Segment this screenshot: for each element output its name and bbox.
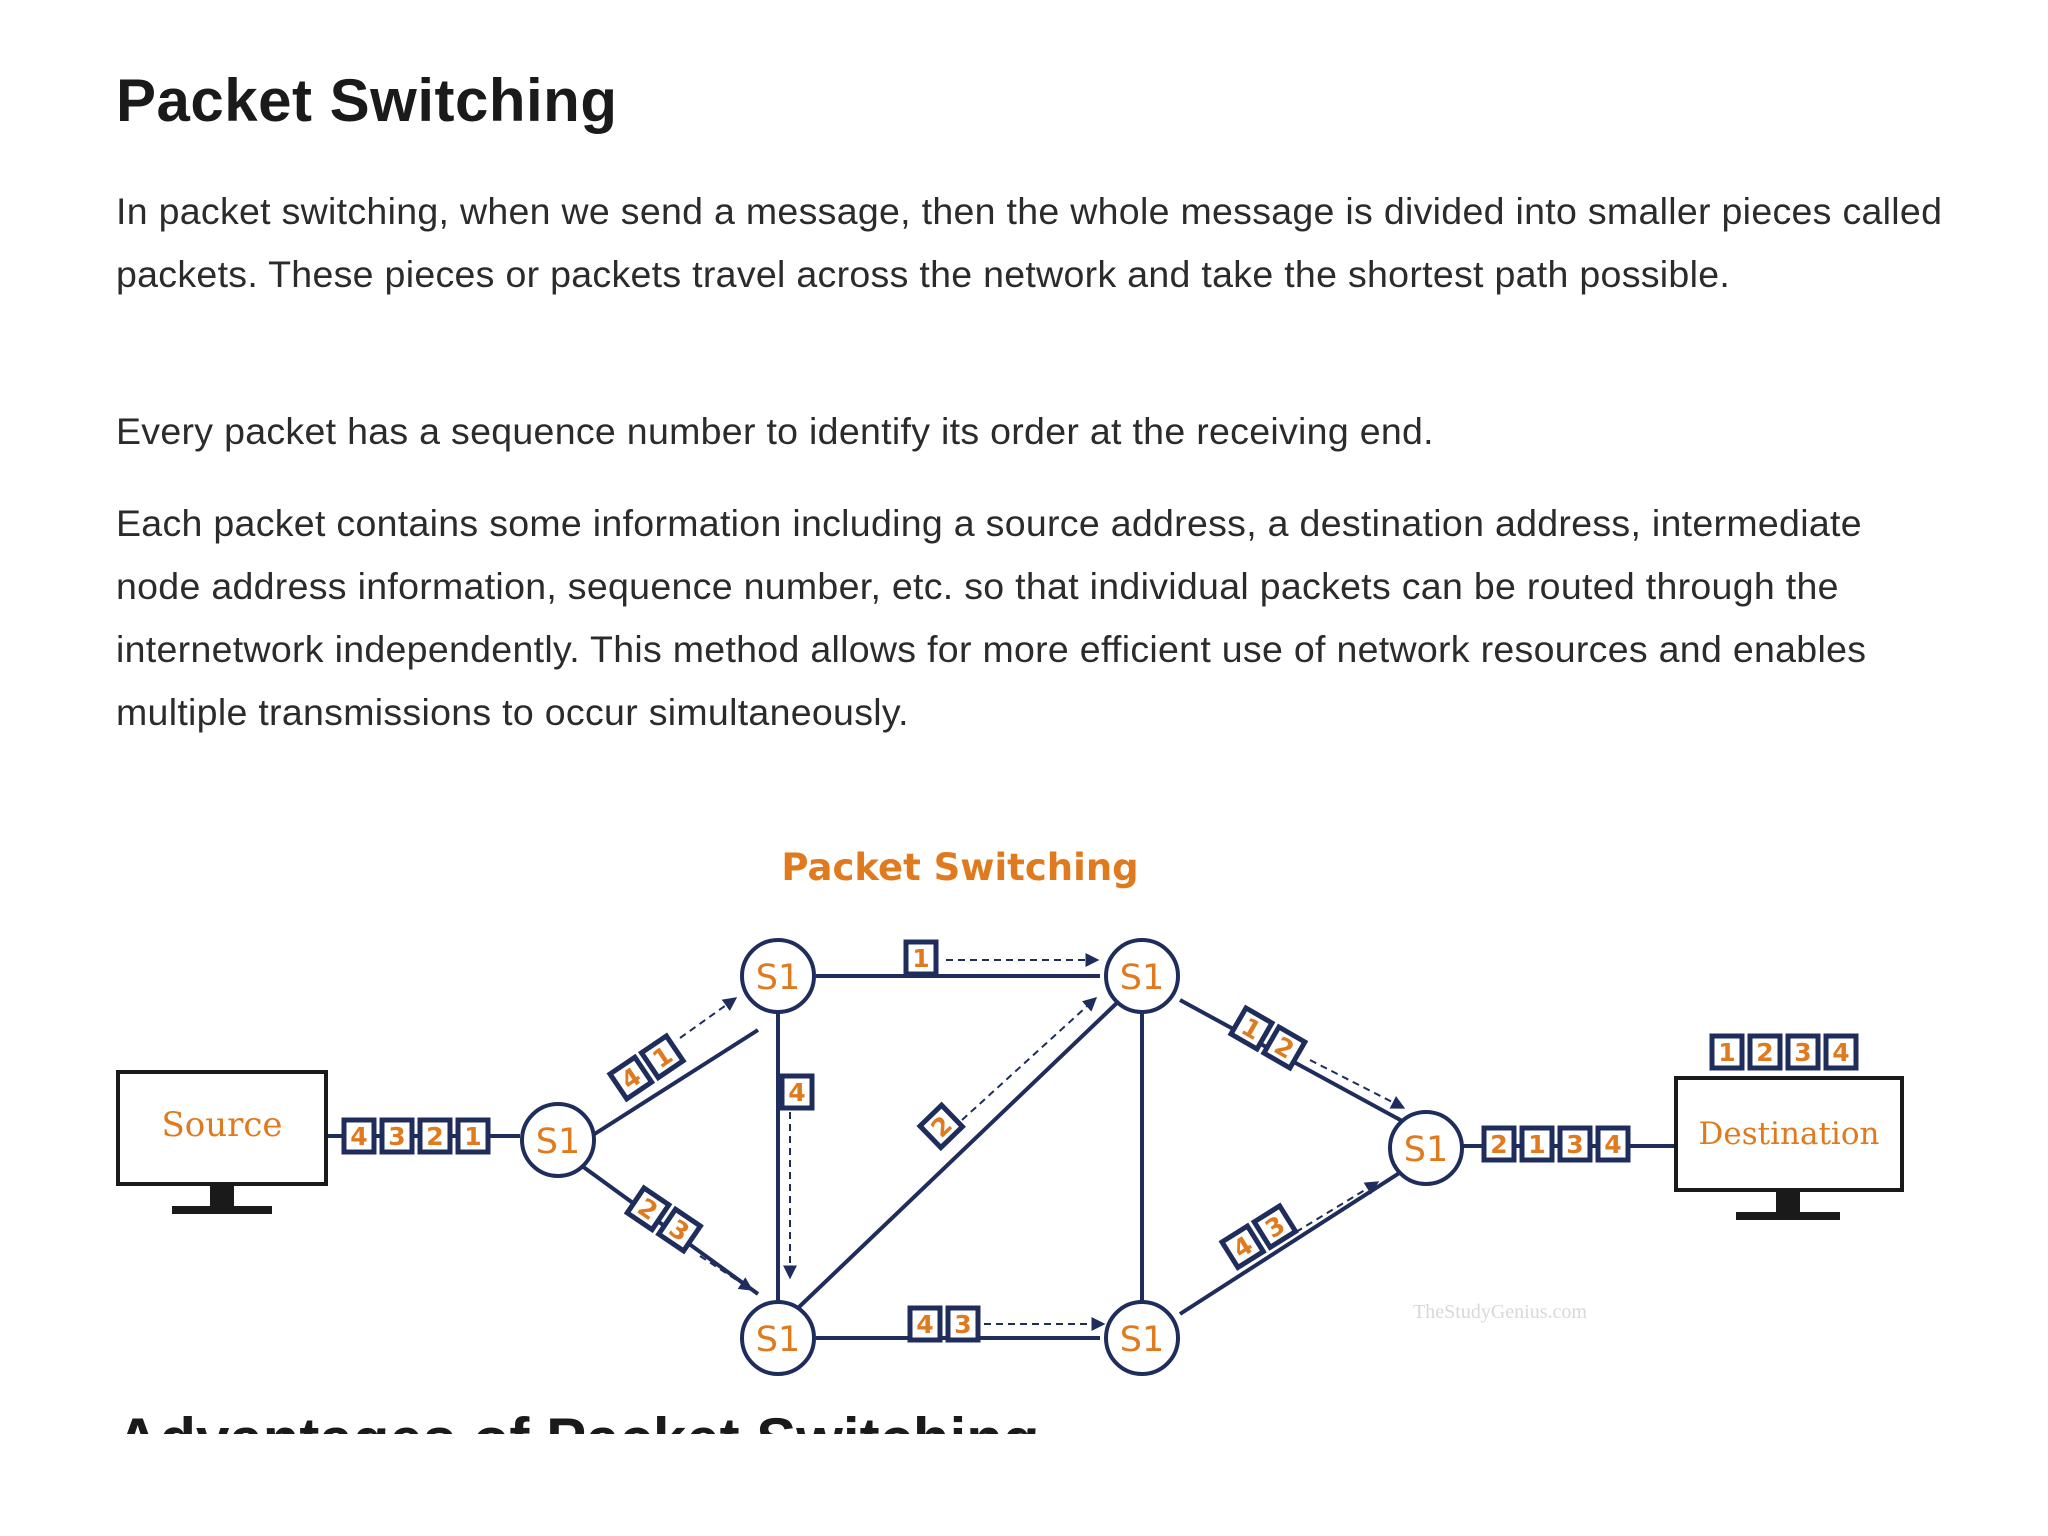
packet-box: 2 <box>417 1117 453 1155</box>
packet-box: 3 <box>655 1205 704 1255</box>
node-a: S1 <box>520 1102 596 1178</box>
packet-box: 4 <box>1823 1033 1859 1071</box>
flow-top-right-down <box>1309 1059 1406 1109</box>
packet-number: 4 <box>1604 1130 1621 1159</box>
packet-box: 4 <box>606 1053 656 1103</box>
packet-number: 1 <box>1718 1038 1735 1067</box>
packet-box: 2 <box>916 1101 966 1152</box>
packet-number: 4 <box>350 1122 367 1151</box>
link-a-to-top-left <box>580 1028 760 1144</box>
packet-box: 2 <box>623 1184 673 1234</box>
packet-box: 3 <box>1785 1033 1821 1071</box>
next-section-heading: Advantages of Packet Switching <box>116 1400 1040 1434</box>
destination-monitor <box>1674 1076 1904 1192</box>
packet-number: 1 <box>912 944 929 973</box>
diagram-title: Packet Switching <box>781 846 1138 889</box>
node-top-right: S1 <box>1104 938 1180 1014</box>
packet-box: 4 <box>341 1117 377 1155</box>
source-computer: Source <box>116 1070 328 1214</box>
watermark: TheStudyGenius.com <box>1413 1301 1587 1323</box>
packet-number: 2 <box>1490 1130 1507 1159</box>
packets-top-to-bottom: 4 <box>779 1073 815 1111</box>
diagram-svg: Packet Switching <box>116 846 1904 1376</box>
link-bottom-right-to-end <box>1178 1168 1406 1316</box>
packet-box: 4 <box>1218 1222 1267 1271</box>
paragraph-sequence: Every packet has a sequence number to id… <box>116 410 1434 452</box>
packet-box: 1 <box>1709 1033 1745 1071</box>
source-label: Source <box>161 1105 282 1145</box>
packets-top-right-to-end: 12 <box>1227 1004 1309 1072</box>
source-base <box>172 1206 272 1214</box>
packet-switching-diagram: Packet Switching <box>0 830 2048 1390</box>
packets-a-to-top: 41 <box>606 1032 687 1103</box>
node-top-right-label: S1 <box>1120 958 1165 998</box>
packet-box: 1 <box>1519 1125 1555 1163</box>
flow-a-bottom <box>699 1255 754 1291</box>
node-a-label: S1 <box>536 1122 581 1162</box>
packet-number: 3 <box>1566 1130 1583 1159</box>
packet-number: 3 <box>954 1310 971 1339</box>
destination-computer: Destination <box>1674 1076 1904 1220</box>
packet-number: 2 <box>426 1122 443 1151</box>
packet-number: 4 <box>916 1310 933 1339</box>
link-bottom-left-to-top-right <box>796 998 1122 1310</box>
packet-number: 1 <box>464 1122 481 1151</box>
node-bottom-right-label: S1 <box>1120 1320 1165 1360</box>
packet-box: 4 <box>907 1305 943 1343</box>
next-section-heading-text: Advantages of Packet Switching <box>116 1400 1040 1434</box>
node-end-label: S1 <box>1404 1130 1449 1170</box>
destination-label: Destination <box>1699 1116 1880 1152</box>
packet-number: 1 <box>1528 1130 1545 1159</box>
paragraph-intro: In packet switching, when we send a mess… <box>116 190 1943 295</box>
packets-a-to-bottom: 23 <box>623 1184 704 1255</box>
packet-box: 1 <box>455 1117 491 1155</box>
switch-nodes: S1 S1 S1 S1 S1 S1 <box>520 938 1464 1376</box>
node-bottom-left: S1 <box>740 1300 816 1376</box>
node-end: S1 <box>1388 1110 1464 1186</box>
packet-box: 3 <box>945 1305 981 1343</box>
packet-box: 2 <box>1747 1033 1783 1071</box>
destination-stand <box>1776 1192 1800 1214</box>
flow-a-top <box>679 997 738 1039</box>
packet-number: 4 <box>788 1078 805 1107</box>
node-bottom-left-label: S1 <box>756 1320 801 1360</box>
packets-bottom-right-to-end: 43 <box>1218 1202 1300 1271</box>
packet-box: 1 <box>903 939 939 977</box>
node-bottom-right: S1 <box>1104 1300 1180 1376</box>
node-top-left-label: S1 <box>756 958 801 998</box>
packet-box: 1 <box>638 1032 687 1082</box>
flow-bottom-diagonal <box>961 997 1098 1121</box>
destination-base <box>1736 1212 1840 1220</box>
packets-top-to-top: 1 <box>903 939 939 977</box>
flow-arrows <box>679 953 1406 1331</box>
paragraph-packet-info: Each packet contains some information in… <box>116 502 1867 733</box>
packet-number: 3 <box>1794 1038 1811 1067</box>
packet-box: 3 <box>379 1117 415 1155</box>
packet-box: 4 <box>1595 1125 1631 1163</box>
node-top-left: S1 <box>740 938 816 1014</box>
packets-bottom-to-top: 2 <box>916 1101 966 1152</box>
packet-box: 3 <box>1250 1202 1300 1251</box>
packet-box: 2 <box>1260 1023 1309 1072</box>
packet-number: 3 <box>388 1122 405 1151</box>
packet-box: 1 <box>1227 1004 1276 1053</box>
flow-bottom-right-up <box>1295 1181 1380 1233</box>
packet-box: 2 <box>1481 1125 1517 1163</box>
source-monitor <box>116 1070 328 1186</box>
packet-box: 4 <box>779 1073 815 1111</box>
packet-number: 4 <box>1832 1038 1849 1067</box>
packet-box: 3 <box>1557 1125 1593 1163</box>
packet-number: 2 <box>1756 1038 1773 1067</box>
page-title: Packet Switching <box>116 67 618 134</box>
